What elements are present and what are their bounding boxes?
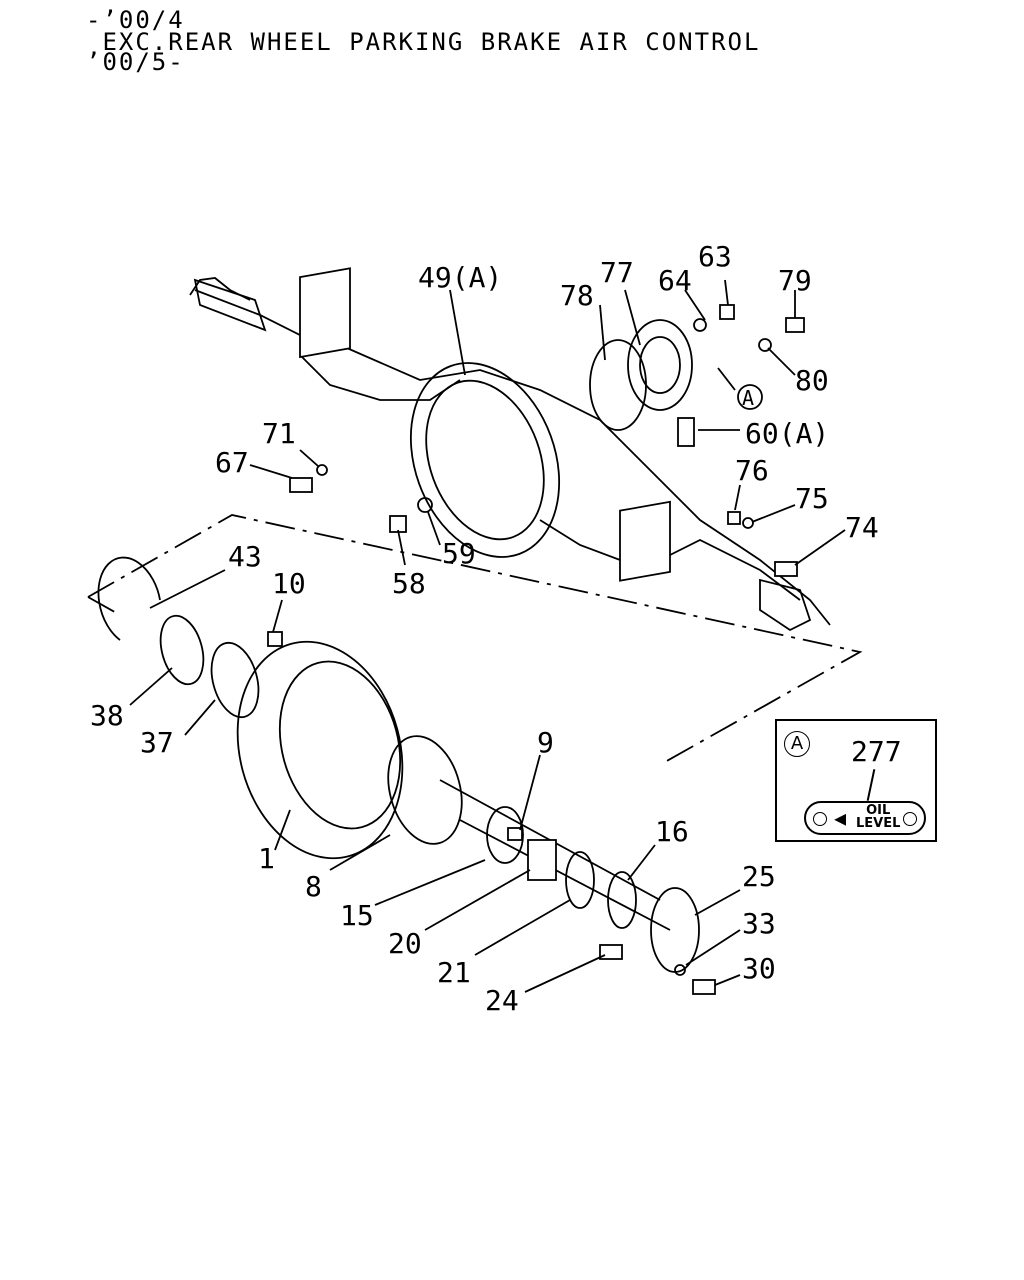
callout-33: 33 — [742, 907, 776, 940]
callout-9: 9 — [537, 726, 554, 759]
callout-8: 8 — [305, 870, 322, 903]
group-boundary — [87, 514, 863, 763]
callout-16: 16 — [655, 815, 689, 848]
callout-a-marker: A — [742, 386, 754, 410]
callout-63: 63 — [698, 240, 732, 273]
callout-15: 15 — [340, 899, 374, 932]
header-line-2: EXC.REAR WHEEL PARKING BRAKE AIR CONTROL — [86, 28, 761, 56]
callout-21: 21 — [437, 956, 471, 989]
callout-67: 67 — [215, 446, 249, 479]
oil-text-line1: OIL — [866, 803, 891, 818]
inset-marker-a: A — [784, 731, 810, 757]
hardware — [267, 304, 805, 995]
cover-plates — [589, 319, 693, 431]
callout-1: 1 — [258, 842, 275, 875]
callout-labels: 49(A) 78 77 64 63 79 80 A 60(A) 71 67 76… — [90, 240, 879, 1017]
callout-37: 37 — [140, 726, 174, 759]
inset-part-number: 277 — [851, 735, 902, 768]
callout-24: 24 — [485, 984, 519, 1017]
inset-leader — [866, 769, 876, 801]
oil-text-line2: LEVEL — [856, 816, 901, 831]
oil-level-plate: ◀ OIL LEVEL — [804, 801, 926, 835]
callout-25: 25 — [742, 860, 776, 893]
callout-79: 79 — [778, 264, 812, 297]
callout-64: 64 — [658, 264, 692, 297]
oil-level-inset: A 277 ◀ OIL LEVEL — [775, 719, 937, 842]
callout-38: 38 — [90, 699, 124, 732]
callout-75: 75 — [795, 482, 829, 515]
callout-20: 20 — [388, 927, 422, 960]
left-hole-icon — [813, 812, 827, 826]
callout-77: 77 — [600, 256, 634, 289]
callout-10: 10 — [272, 567, 306, 600]
callout-59: 59 — [442, 537, 476, 570]
callout-49a: 49(A) — [418, 261, 502, 294]
callout-30: 30 — [742, 952, 776, 985]
hub-drum-group — [97, 556, 700, 973]
callout-71: 71 — [262, 417, 296, 450]
callout-76: 76 — [735, 454, 769, 487]
header-line-3: ’00/5- — [86, 48, 185, 76]
callout-60a: 60(A) — [745, 417, 829, 450]
callout-58: 58 — [392, 567, 426, 600]
callout-43: 43 — [228, 540, 262, 573]
callout-80: 80 — [795, 364, 829, 397]
callout-78: 78 — [560, 279, 594, 312]
axle-housing — [189, 267, 831, 632]
header-line-1: -’00/4 — [86, 6, 185, 34]
oil-level-text: OIL LEVEL — [856, 804, 900, 830]
right-hole-icon — [903, 812, 917, 826]
leader-lines — [129, 279, 846, 993]
callout-74: 74 — [845, 511, 879, 544]
left-arrow-icon: ◀ — [834, 806, 847, 830]
